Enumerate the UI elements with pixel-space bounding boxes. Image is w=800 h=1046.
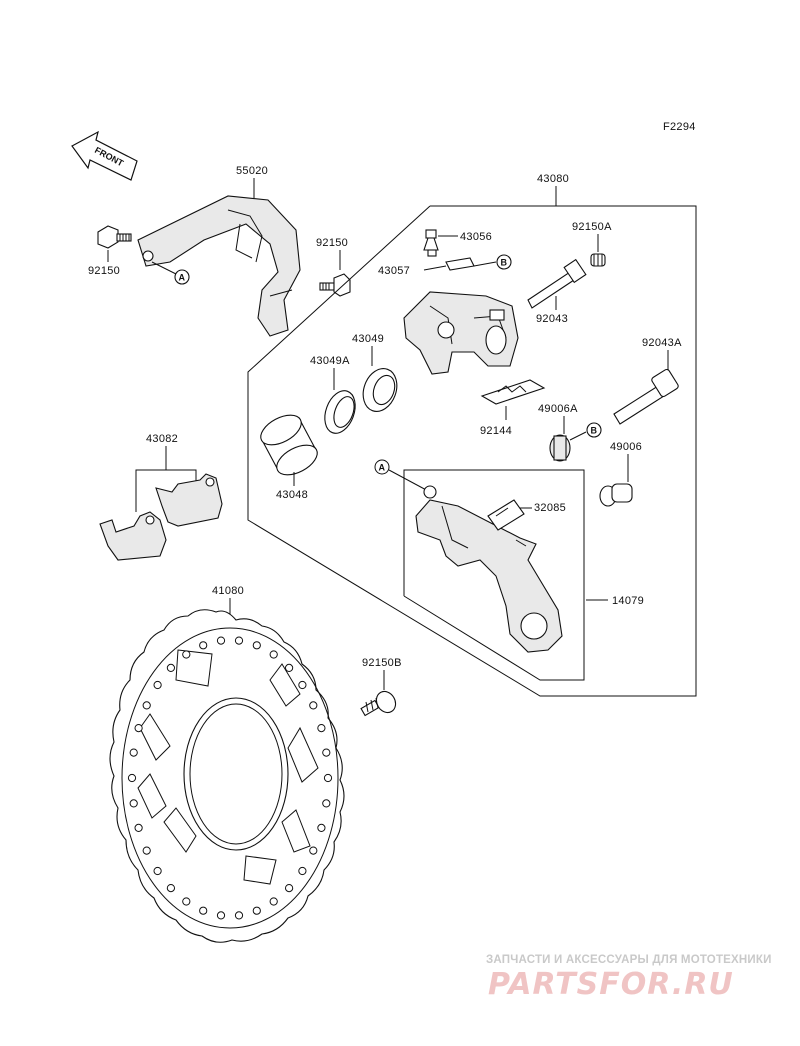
bleeder-valve-43056 xyxy=(423,229,439,257)
part-label-43056: 43056 xyxy=(460,231,492,243)
pad-holder-32085 xyxy=(487,499,525,531)
disc-hole xyxy=(322,799,331,808)
dust-seal-43049A xyxy=(324,390,356,434)
disc-hole xyxy=(285,663,294,673)
disc-hole xyxy=(134,724,143,733)
part-label-32085: 32085 xyxy=(534,502,566,514)
disc-hole xyxy=(129,799,138,808)
part-label-43080: 43080 xyxy=(537,173,569,185)
disc-hole xyxy=(323,773,333,783)
disc-hole xyxy=(129,748,138,757)
part-label-92150-left: 92150 xyxy=(88,265,120,277)
part-label-43049: 43049 xyxy=(352,333,384,345)
disc-hole xyxy=(142,701,151,710)
disc-hole xyxy=(153,866,162,876)
disc-hole xyxy=(182,650,191,659)
figure-code: F2294 xyxy=(663,121,696,133)
disc-hole xyxy=(252,641,261,650)
disc-bolt-92150B xyxy=(360,690,397,717)
part-label-43057: 43057 xyxy=(378,265,410,277)
watermark-caption: ЗАПЧАСТИ И АКСЕССУАРЫ ДЛЯ МОТОТЕХНИКИ xyxy=(486,954,772,966)
callout-a-bracket: A xyxy=(179,273,186,283)
bolt-92150-left xyxy=(97,225,132,249)
part-label-92150A: 92150A xyxy=(572,221,612,233)
part-label-41080: 41080 xyxy=(212,585,244,597)
watermark-logo: PARTSFOR.RU xyxy=(488,967,734,1002)
disc-hole xyxy=(309,846,318,855)
part-label-92144: 92144 xyxy=(480,425,512,437)
part-label-92043A: 92043A xyxy=(642,337,682,349)
pad-spring-92144 xyxy=(480,379,546,405)
disc-hole xyxy=(142,846,151,855)
hose-guide-bracket-55020 xyxy=(137,195,301,337)
disc-vent-holes xyxy=(127,636,333,920)
rubber-boot-49006A xyxy=(549,434,571,462)
rubber-boot-49006 xyxy=(599,483,633,507)
disc-hole xyxy=(269,897,278,906)
disc-hole xyxy=(252,906,261,915)
piston-43048 xyxy=(260,414,318,476)
slide-pin-92043A xyxy=(613,368,679,425)
callout-b-boot: B xyxy=(591,426,598,436)
callout-a-assembly: A xyxy=(379,463,386,473)
part-label-92043: 92043 xyxy=(536,313,568,325)
part-label-43082: 43082 xyxy=(146,433,178,445)
disc-hole xyxy=(182,897,191,906)
caliper-body xyxy=(403,291,519,375)
part-label-92150-right: 92150 xyxy=(316,237,348,249)
disc-hole xyxy=(134,823,143,833)
part-label-43049A: 43049A xyxy=(310,355,350,367)
disc-hole xyxy=(234,636,244,645)
disc-hole xyxy=(166,884,175,893)
plug-92150A xyxy=(590,253,606,267)
disc-hole xyxy=(127,773,137,783)
part-label-92150B: 92150B xyxy=(362,657,402,669)
part-label-43048: 43048 xyxy=(276,489,308,501)
disc-hole xyxy=(153,680,162,690)
bleeder-cap-43057 xyxy=(445,257,475,271)
disc-hole xyxy=(234,911,244,920)
piston-seal-43049 xyxy=(362,368,398,412)
disc-hole xyxy=(216,911,226,920)
disc-hole xyxy=(199,641,208,650)
disc-hole xyxy=(199,906,208,915)
disc-hole xyxy=(317,823,326,833)
brake-pad-left xyxy=(99,511,167,561)
slide-pin-92043 xyxy=(527,258,587,309)
disc-hole xyxy=(322,748,331,757)
disc-hole xyxy=(317,724,326,733)
disc-hole xyxy=(269,650,278,659)
callout-b-caliper: B xyxy=(501,258,508,268)
part-label-49006: 49006 xyxy=(610,441,642,453)
part-label-49006A: 49006A xyxy=(538,403,578,415)
caliper-bracket-14079 xyxy=(415,485,563,653)
brake-disc-41080 xyxy=(109,609,345,943)
part-label-14079: 14079 xyxy=(612,595,644,607)
disc-hole xyxy=(285,884,294,893)
disc-hole xyxy=(298,680,307,690)
brake-pad-right xyxy=(155,473,223,527)
disc-hole xyxy=(166,663,175,673)
disc-hole xyxy=(298,866,307,876)
front-arrow-icon: FRONT xyxy=(71,130,138,181)
disc-hole xyxy=(216,636,226,645)
part-label-55020: 55020 xyxy=(236,165,268,177)
disc-hole xyxy=(309,701,318,710)
